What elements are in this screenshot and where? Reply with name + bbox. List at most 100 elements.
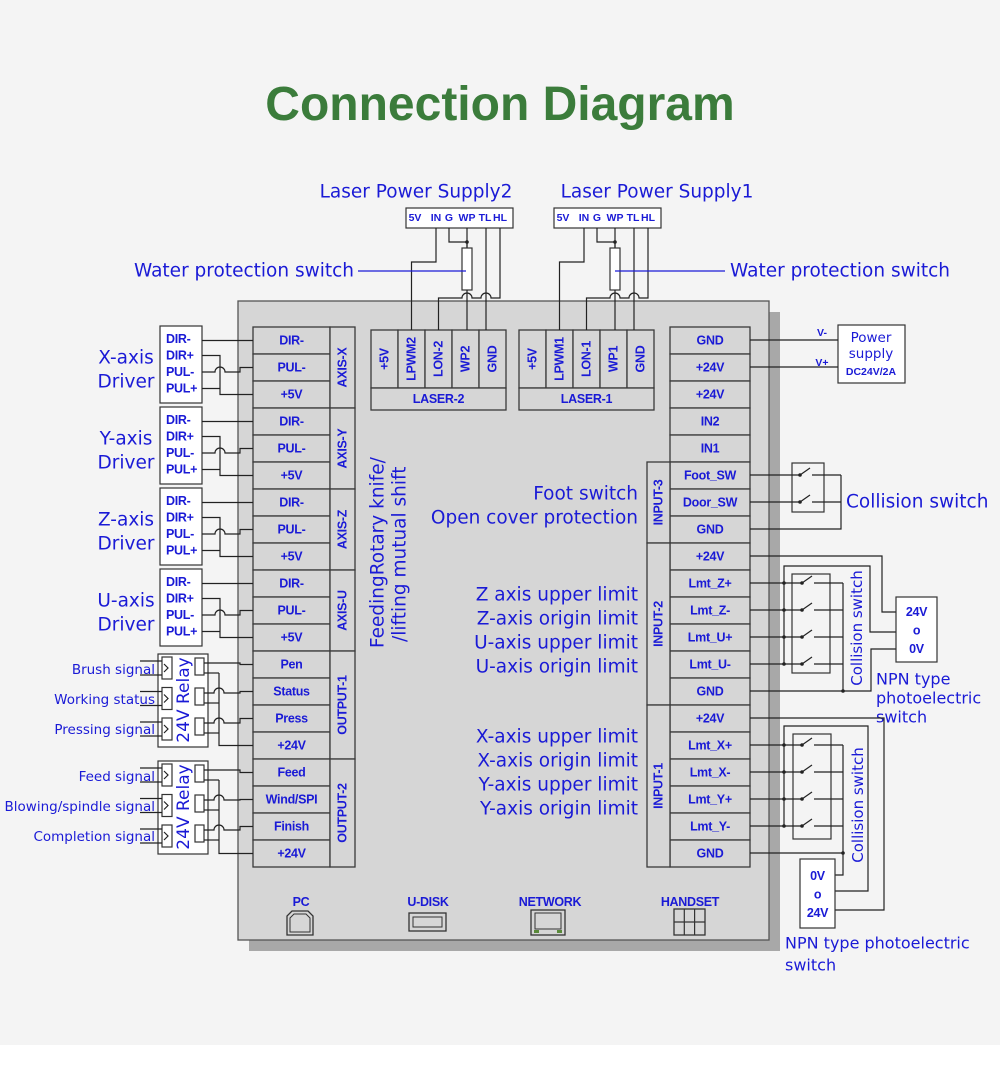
terminal-label: Press [275, 712, 308, 726]
laser-pin-cell [478, 329, 507, 389]
laser-pin-label: WP1 [607, 346, 621, 373]
terminal-group-cell [329, 326, 356, 409]
laser-supply-pin: HL [641, 212, 656, 224]
photo-24v-wire [750, 555, 896, 613]
terminal-label: DIR- [279, 496, 304, 510]
terminal-label: GND [697, 523, 724, 537]
photo-switch-pin: 0V [909, 642, 925, 656]
power-supply-title: supply [849, 346, 893, 362]
water-protection-switch-icon [461, 247, 473, 291]
relay-coil-icon [194, 657, 205, 676]
laser-pin-cell [545, 329, 574, 389]
water-switch-label: Water protection switch [134, 261, 354, 282]
terminal-cell [669, 839, 751, 868]
driver-terminal-box [159, 406, 203, 485]
laser-supply-pin: TL [479, 212, 492, 224]
driver-pin-label: PUL- [166, 608, 194, 622]
relay-contact-icon [161, 686, 173, 711]
ethernet-outline [530, 909, 566, 936]
relay-contact-icon [161, 717, 173, 741]
laser-supply-pin: WP [607, 212, 624, 224]
terminal-cell [252, 785, 331, 814]
photo-switch-pin: 0V [810, 869, 826, 883]
photo-switch-label: switch [876, 708, 927, 727]
v-minus-label: V- [817, 327, 827, 339]
laser-pin-cell [626, 329, 655, 389]
terminal-label: +24V [696, 550, 725, 564]
terminal-label: +24V [696, 388, 725, 402]
board-note: /lifting mutual shift [390, 467, 411, 642]
terminal-label: +24V [277, 847, 306, 861]
pul-wire [202, 447, 253, 454]
terminal-cell [669, 650, 751, 679]
laser-pin-cell [518, 329, 547, 389]
terminal-label: PUL- [278, 361, 306, 375]
terminal-cell [252, 650, 331, 679]
relay-signal-label: Blowing/spindle signal [5, 799, 156, 815]
collision-switch-box [792, 733, 832, 840]
driver-pin-label: PUL+ [166, 463, 197, 477]
laser-pin-label: +5V [526, 347, 540, 370]
dir-plus-wire [202, 516, 253, 558]
terminal-cell [669, 326, 751, 355]
input-description: Open cover protection [431, 508, 638, 529]
photo-switch-pin: 24V [906, 605, 928, 619]
terminal-label: DIR- [279, 577, 304, 591]
driver-terminal-box [159, 325, 203, 404]
photoelectric-switch-box [799, 858, 836, 929]
laser-supply-pin: IN [579, 212, 590, 224]
terminal-group-cell [329, 758, 356, 868]
input-description: U-axis origin limit [476, 657, 638, 678]
terminal-cell [252, 488, 331, 517]
terminal-label: +5V [281, 469, 304, 483]
laser-supply-pin: G [445, 212, 453, 224]
photoelectric-switch-box [895, 596, 938, 663]
input-description: Z axis upper limit [476, 585, 638, 606]
relay-coil-icon [194, 764, 205, 783]
relay-contact-icon [161, 656, 173, 680]
terminal-group-label: INPUT-2 [652, 601, 666, 647]
relay-signal-label: Pressing signal [54, 722, 155, 738]
port-label: U-DISK [407, 895, 449, 909]
common-wire [835, 745, 844, 876]
pul-wire [202, 366, 253, 373]
usb-b-port-icon [286, 910, 314, 936]
input-description: Y-axis upper limit [478, 775, 639, 796]
terminal-cell [252, 542, 331, 571]
handset-port-icon [673, 908, 706, 936]
driver-pin-label: DIR- [166, 575, 191, 589]
terminal-label: PUL- [278, 442, 306, 456]
laser-pin-label: GND [486, 345, 500, 372]
terminal-label: IN2 [701, 415, 720, 429]
terminal-cell [252, 569, 331, 598]
switch-blade-icon [801, 629, 813, 638]
junction-dot [613, 240, 617, 244]
pul-wire [202, 609, 253, 616]
laser-port-label: LASER-1 [561, 392, 613, 406]
driver-pin-label: DIR- [166, 332, 191, 346]
lon-wire [585, 228, 649, 330]
terminal-label: +24V [277, 739, 306, 753]
laser-supply-pin: WP [459, 212, 476, 224]
terminal-label: Lmt_Y+ [688, 793, 732, 807]
driver-name: Driver [98, 534, 155, 555]
photo-switch-pin: o [913, 624, 921, 638]
terminal-cell [669, 731, 751, 760]
dir-plus-wire [202, 597, 253, 639]
v-plus-label: V+ [815, 357, 828, 369]
relay-label: 24V Relay [174, 764, 194, 849]
terminal-label: Lmt_Y- [690, 820, 730, 834]
terminal-group-label: AXIS-X [336, 347, 350, 388]
switch-blade-icon [799, 467, 811, 476]
terminal-group-label: OUTPUT-2 [336, 783, 350, 843]
relay-label: 24V Relay [174, 657, 194, 742]
relay-switch-icon [163, 801, 169, 810]
relay-switch-icon [163, 663, 169, 673]
dir-plus-wire [202, 354, 253, 396]
photo-switch-label: switch [785, 956, 836, 975]
terminal-label: +5V [281, 388, 304, 402]
switch-blade-icon [801, 575, 813, 584]
terminal-group-label: AXIS-Z [336, 509, 350, 549]
